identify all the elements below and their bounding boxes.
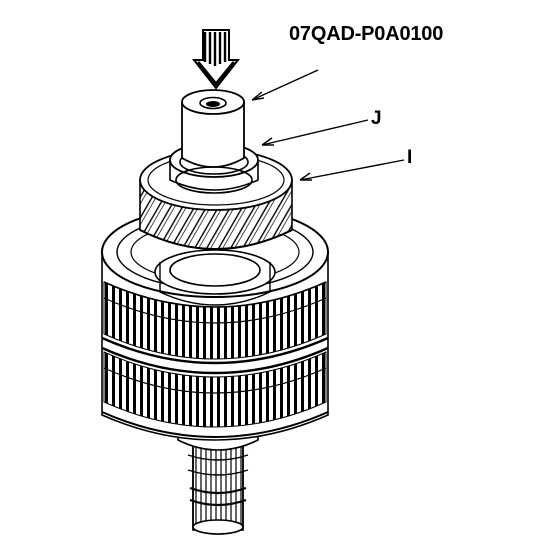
leader-line-tool [251, 69, 319, 101]
leader-arrow-i [299, 172, 312, 181]
leader-arrow-j [261, 137, 274, 146]
special-tool [181, 89, 245, 168]
callout-tool-number: 07QAD-P0A0100 [289, 23, 444, 45]
leader-line-j [261, 119, 369, 146]
callout-j: J [371, 108, 382, 129]
press-arrow-icon [191, 29, 241, 90]
leader-lines [251, 69, 405, 181]
lower-shaft [177, 425, 259, 535]
callout-i: I [407, 147, 413, 168]
leader-arrow-tool [251, 91, 265, 101]
leader-line-i [299, 159, 405, 181]
